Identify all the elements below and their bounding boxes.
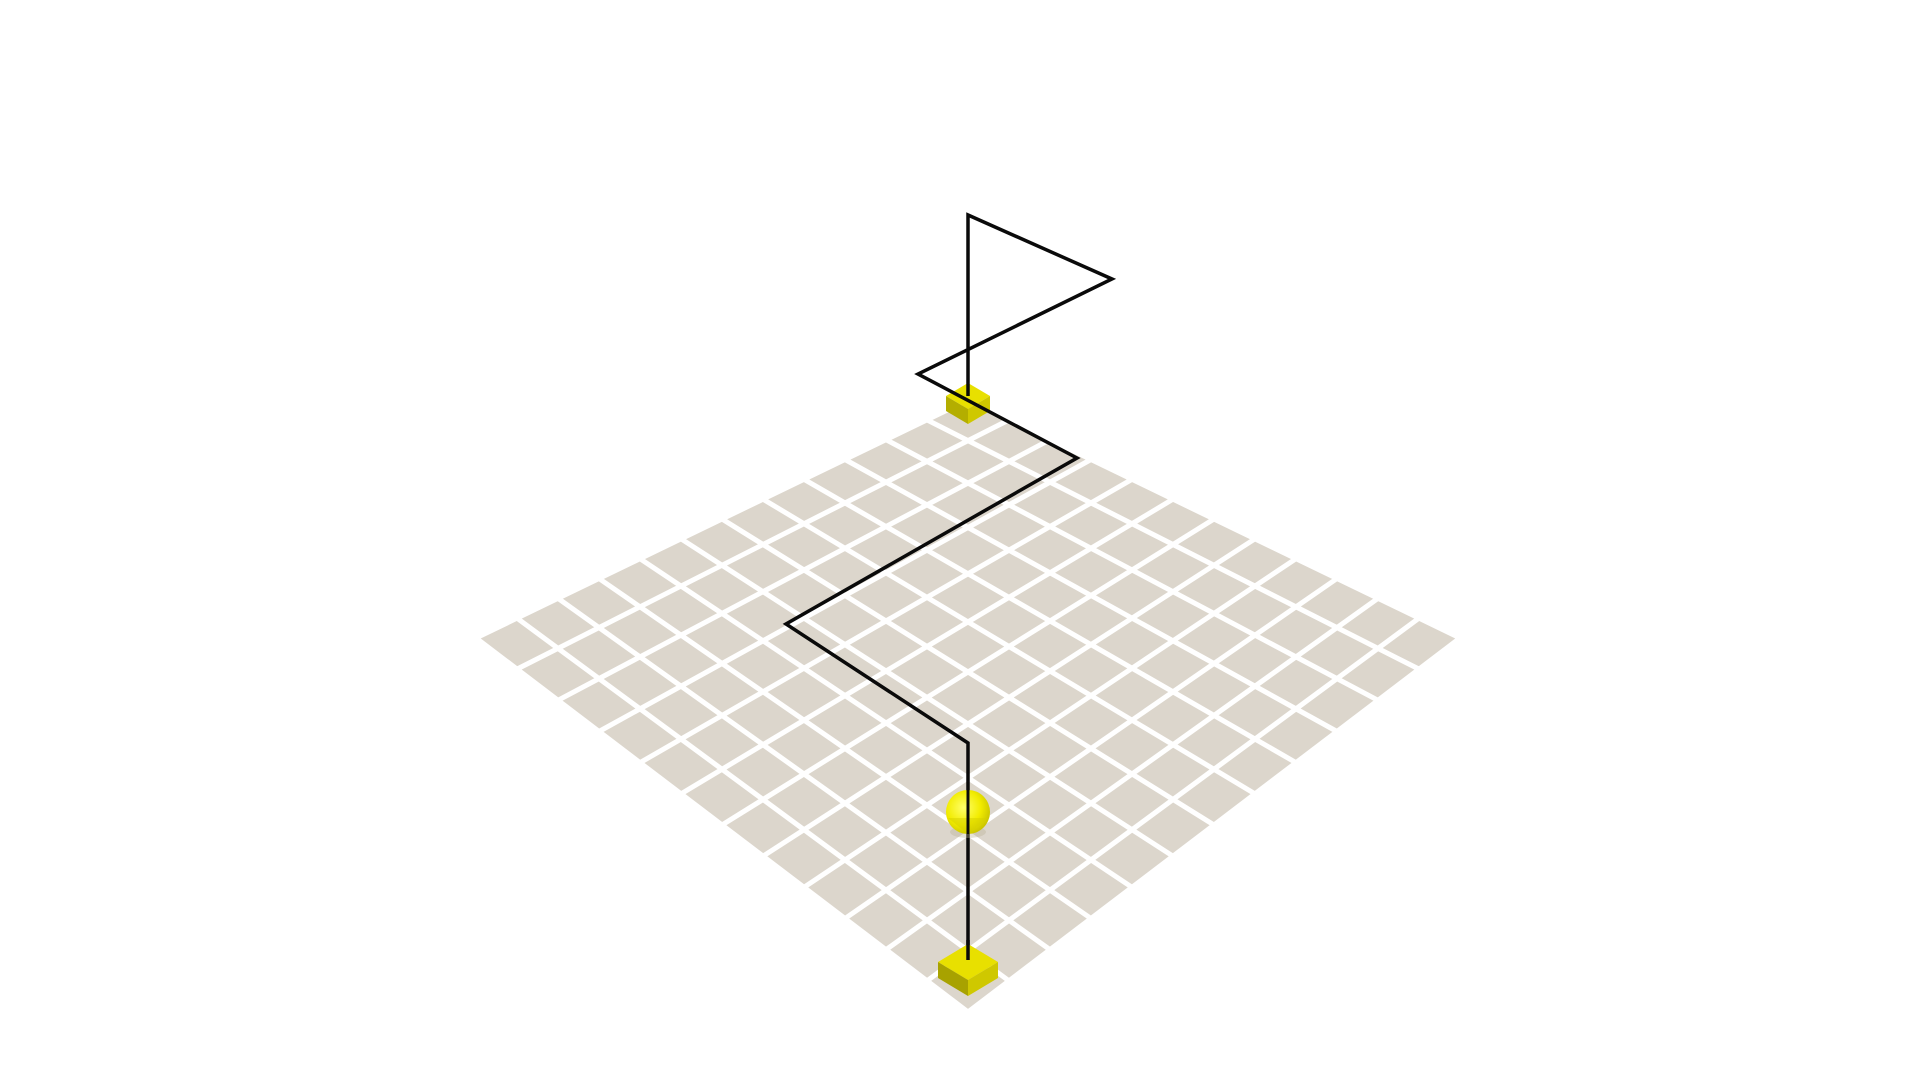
grid-line [966, 636, 1462, 1014]
end-block-right-face [968, 396, 990, 424]
start-block-marker [938, 944, 998, 996]
grid-floor-surface [476, 400, 1460, 1012]
grid-line [925, 616, 1421, 983]
end-block-left-face [946, 396, 968, 424]
grid-line [515, 616, 1011, 983]
start-block-right-face [968, 962, 998, 996]
start-block-left-face [938, 962, 968, 996]
grid-line [474, 636, 970, 1014]
route-path [782, 212, 1117, 956]
